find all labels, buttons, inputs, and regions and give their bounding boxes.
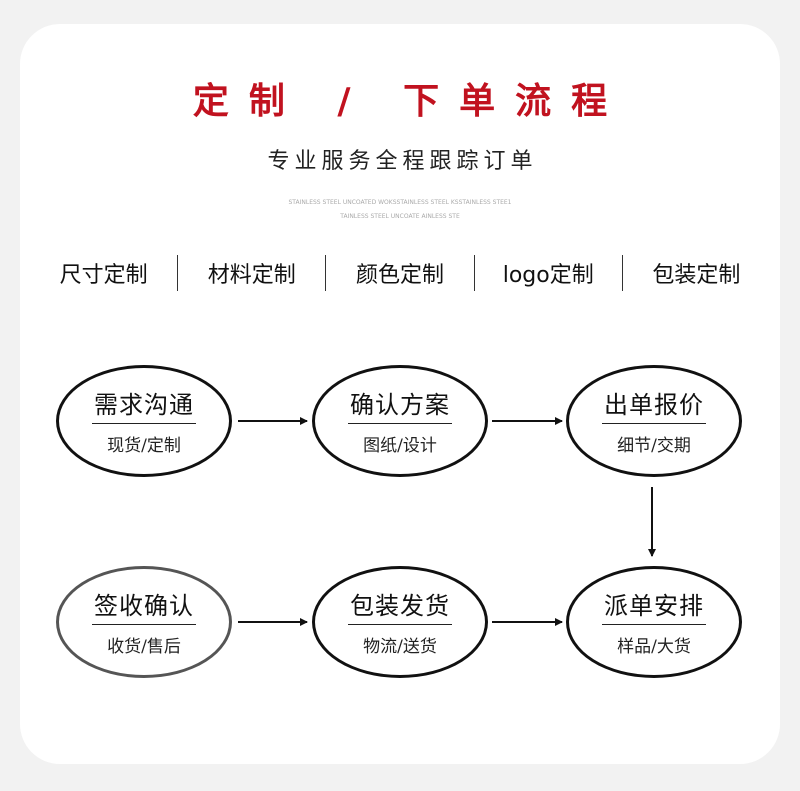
option-packaging: 包装定制 [652, 263, 741, 288]
step-subtitle: 收货/售后 [107, 637, 181, 657]
option-logo: logo定制 [502, 263, 594, 288]
step-title: 签收确认 [94, 592, 194, 620]
page-title: 定制 / 下单流程 [192, 81, 628, 122]
step-subtitle: 细节/交期 [617, 436, 691, 456]
step-title: 需求沟通 [94, 391, 194, 419]
tagline-line-1: STAINLESS STEEL UNCOATED WOKSSTAINLESS S… [288, 199, 512, 206]
step-title: 出单报价 [604, 391, 704, 419]
step-divider [92, 423, 196, 424]
option-material: 材料定制 [207, 263, 296, 288]
step-divider [348, 624, 452, 625]
tagline-line-2: TAINLESS STEEL UNCOATE AINLESS STE [340, 213, 460, 220]
step-subtitle: 现货/定制 [107, 436, 181, 456]
step-subtitle: 样品/大货 [617, 637, 691, 657]
page-subtitle: 专业服务全程跟踪订单 [267, 149, 538, 174]
option-color: 颜色定制 [356, 263, 445, 288]
step-confirm-plan: 确认方案 图纸/设计 [312, 365, 488, 477]
step-title: 确认方案 [350, 391, 450, 419]
option-size: 尺寸定制 [59, 263, 148, 288]
step-receipt-confirmation: 签收确认 收货/售后 [56, 566, 232, 678]
option-divider [177, 255, 179, 291]
step-title: 包装发货 [350, 592, 450, 620]
step-title: 派单安排 [604, 592, 704, 620]
option-divider [473, 255, 475, 291]
step-divider [602, 624, 706, 625]
step-subtitle: 物流/送货 [363, 637, 437, 657]
step-dispatch: 派单安排 样品/大货 [566, 566, 742, 678]
step-packaging-shipping: 包装发货 物流/送货 [312, 566, 488, 678]
customization-options: 尺寸定制 材料定制 颜色定制 logo定制 包装定制 [30, 253, 770, 293]
step-requirements: 需求沟通 现货/定制 [56, 365, 232, 477]
step-quotation: 出单报价 细节/交期 [566, 365, 742, 477]
step-divider [602, 423, 706, 424]
option-divider [621, 255, 623, 291]
option-divider [325, 255, 327, 291]
step-subtitle: 图纸/设计 [363, 436, 437, 456]
step-divider [348, 423, 452, 424]
step-divider [92, 624, 196, 625]
